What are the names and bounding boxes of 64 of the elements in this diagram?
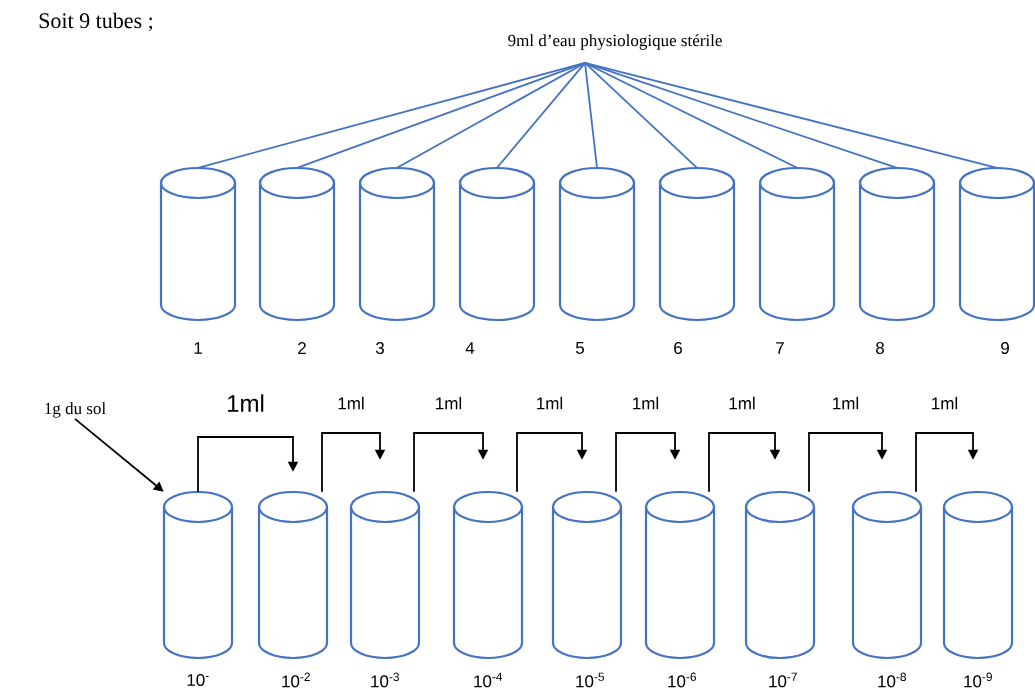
test-tube (851, 490, 923, 660)
transfer-arrow (321, 432, 386, 493)
test-tube (551, 490, 623, 660)
arrow (74, 418, 164, 492)
test-tube (452, 490, 524, 660)
test-tube (159, 166, 237, 322)
edge-label: 1ml (338, 396, 364, 410)
text-label: 1g du sol (45, 402, 106, 418)
text-label: 9ml d’eau physiologique stérile (508, 34, 722, 50)
transfer-arrow (915, 432, 979, 493)
edge-label: 1ml (729, 396, 755, 410)
tube-label: 1 (194, 342, 202, 354)
edge-label: 1ml (932, 396, 958, 410)
connecting-line (584, 62, 698, 169)
connecting-line (396, 62, 586, 169)
edge-label: 1ml (633, 396, 659, 410)
title: Soit 9 tubes ; (39, 12, 153, 32)
test-tube (162, 490, 234, 660)
tube-label: 10$^{-5}$ (576, 672, 604, 688)
transfer-arrow (197, 436, 299, 493)
connecting-line (584, 62, 598, 169)
tube-label: 5 (575, 342, 584, 354)
tube-label: 4 (465, 342, 475, 354)
test-tube (658, 166, 736, 322)
edge-label: 1ml (436, 396, 462, 410)
tube-label: 3 (375, 342, 384, 354)
tube-label: 8 (876, 342, 884, 354)
tube-label: 10$^{-7}$ (769, 672, 797, 688)
edge-label: 1ml (228, 394, 264, 412)
edge-label: 1ml (537, 396, 563, 410)
connecting-line (584, 62, 798, 169)
test-tube (358, 166, 436, 322)
connecting-line (496, 62, 586, 169)
test-tube (758, 166, 836, 322)
tube-label: 10$^{-8}$ (878, 672, 906, 688)
tube-label: 10$^{-2}$ (282, 672, 310, 688)
connecting-line (197, 62, 586, 169)
transfer-arrow (413, 432, 489, 493)
test-tube (942, 490, 1014, 660)
transfer-arrow (808, 432, 888, 493)
transfer-arrow (516, 432, 588, 493)
test-tube (458, 166, 536, 322)
test-tube (558, 166, 636, 322)
test-tube (644, 490, 716, 660)
tube-label: 6 (674, 342, 682, 354)
tube-label: 2 (298, 342, 306, 354)
connecting-line (584, 62, 898, 169)
tube-label: 10$^{-6}$ (668, 672, 696, 688)
tube-label: 10$^{-9}$ (964, 672, 992, 688)
edge-label: 1ml (833, 396, 859, 410)
test-tube (858, 166, 936, 322)
tube-label: 10$^{-3}$ (371, 672, 399, 688)
transfer-arrow (615, 432, 681, 493)
test-tube (744, 490, 816, 660)
tube-label: 9 (1001, 342, 1009, 354)
test-tube (349, 490, 421, 660)
test-tube (958, 166, 1035, 322)
tube-label: 10$^{-4}$ (474, 672, 503, 688)
transfer-arrow (708, 432, 781, 493)
tube-label: 10$^{-}$ (187, 674, 209, 686)
connecting-line (584, 62, 998, 169)
tube-label: 7 (776, 342, 784, 354)
test-tube (257, 490, 329, 660)
test-tube (258, 166, 336, 322)
